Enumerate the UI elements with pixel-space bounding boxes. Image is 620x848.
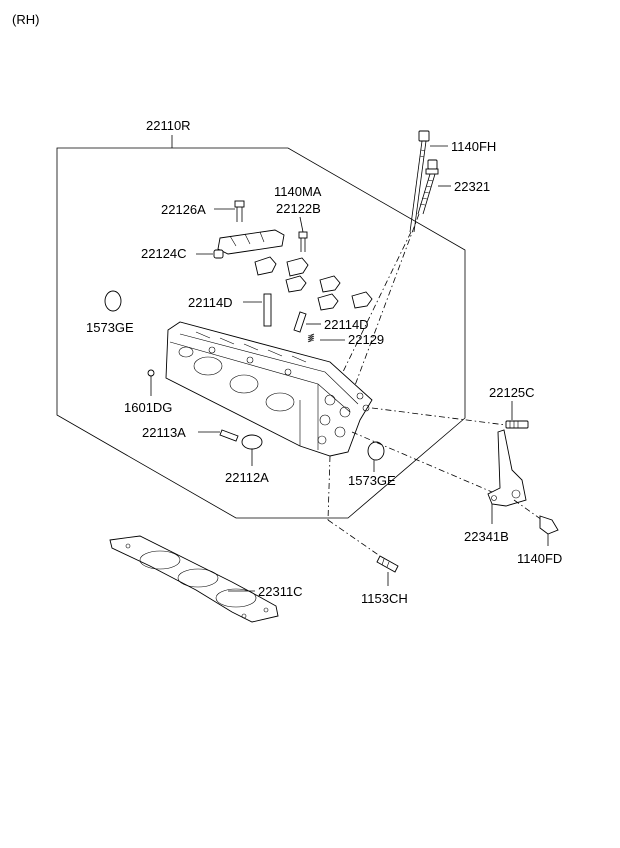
screw-22122b — [298, 231, 308, 252]
label-22126A: 22126A — [161, 202, 206, 217]
stud-1153ch — [376, 555, 399, 573]
side-note: (RH) — [12, 12, 39, 27]
label-1573GE-right: 1573GE — [348, 473, 396, 488]
label-22341B: 22341B — [464, 529, 509, 544]
leader-1140fh — [339, 231, 412, 379]
spring-22129 — [307, 333, 315, 343]
assembly-boundary — [56, 135, 466, 519]
label-22122B: 22122B — [276, 201, 321, 216]
label-1140FH: 1140FH — [451, 139, 496, 154]
screw-22126a — [234, 200, 245, 222]
gasket-22311c — [109, 535, 279, 623]
rocker-arm-block — [217, 229, 285, 255]
leader-1153ch — [327, 455, 331, 521]
bolt-1140fh — [409, 130, 448, 233]
leader-22125c — [371, 407, 507, 426]
guide-22114d-1 — [263, 293, 272, 327]
label-22311C: 22311C — [258, 584, 303, 599]
plug-right-1573ge — [367, 441, 385, 461]
label-22110R: 22110R — [146, 118, 191, 133]
label-22125C: 22125C — [489, 385, 535, 400]
guide-22114d-2 — [293, 311, 307, 333]
stud-22125c — [505, 420, 529, 429]
bolt-22321 — [417, 159, 451, 215]
seal-22112a — [241, 434, 263, 450]
cylinder-head — [165, 321, 373, 457]
label-22114D-1: 22114D — [188, 295, 233, 310]
dowel-1601dg — [147, 369, 155, 377]
seal-22113a — [219, 429, 239, 442]
leader-1140fd — [513, 499, 543, 521]
label-1140MA: 1140MA — [274, 184, 322, 199]
label-22112A: 22112A — [225, 470, 269, 485]
label-22113A: 22113A — [142, 425, 186, 440]
label-1601DG: 1601DG — [124, 400, 172, 415]
label-1140FD: 1140FD — [517, 551, 562, 566]
label-1153CH: 1153CH — [361, 591, 408, 606]
leader-22321 — [353, 213, 420, 389]
pivot-22124c — [213, 249, 224, 259]
clips-group — [254, 256, 373, 311]
plug-left-1573ge — [104, 290, 122, 312]
bolt-1140fd — [539, 515, 559, 546]
label-22321: 22321 — [454, 179, 490, 194]
label-22124C: 22124C — [141, 246, 187, 261]
leader-bracket — [351, 431, 493, 493]
bracket-22341b — [487, 429, 527, 507]
label-22114D-2: 22114D — [324, 317, 369, 332]
label-22129: 22129 — [348, 332, 384, 347]
label-1573GE-left: 1573GE — [86, 320, 134, 335]
leader-1153ch-2 — [327, 519, 381, 557]
